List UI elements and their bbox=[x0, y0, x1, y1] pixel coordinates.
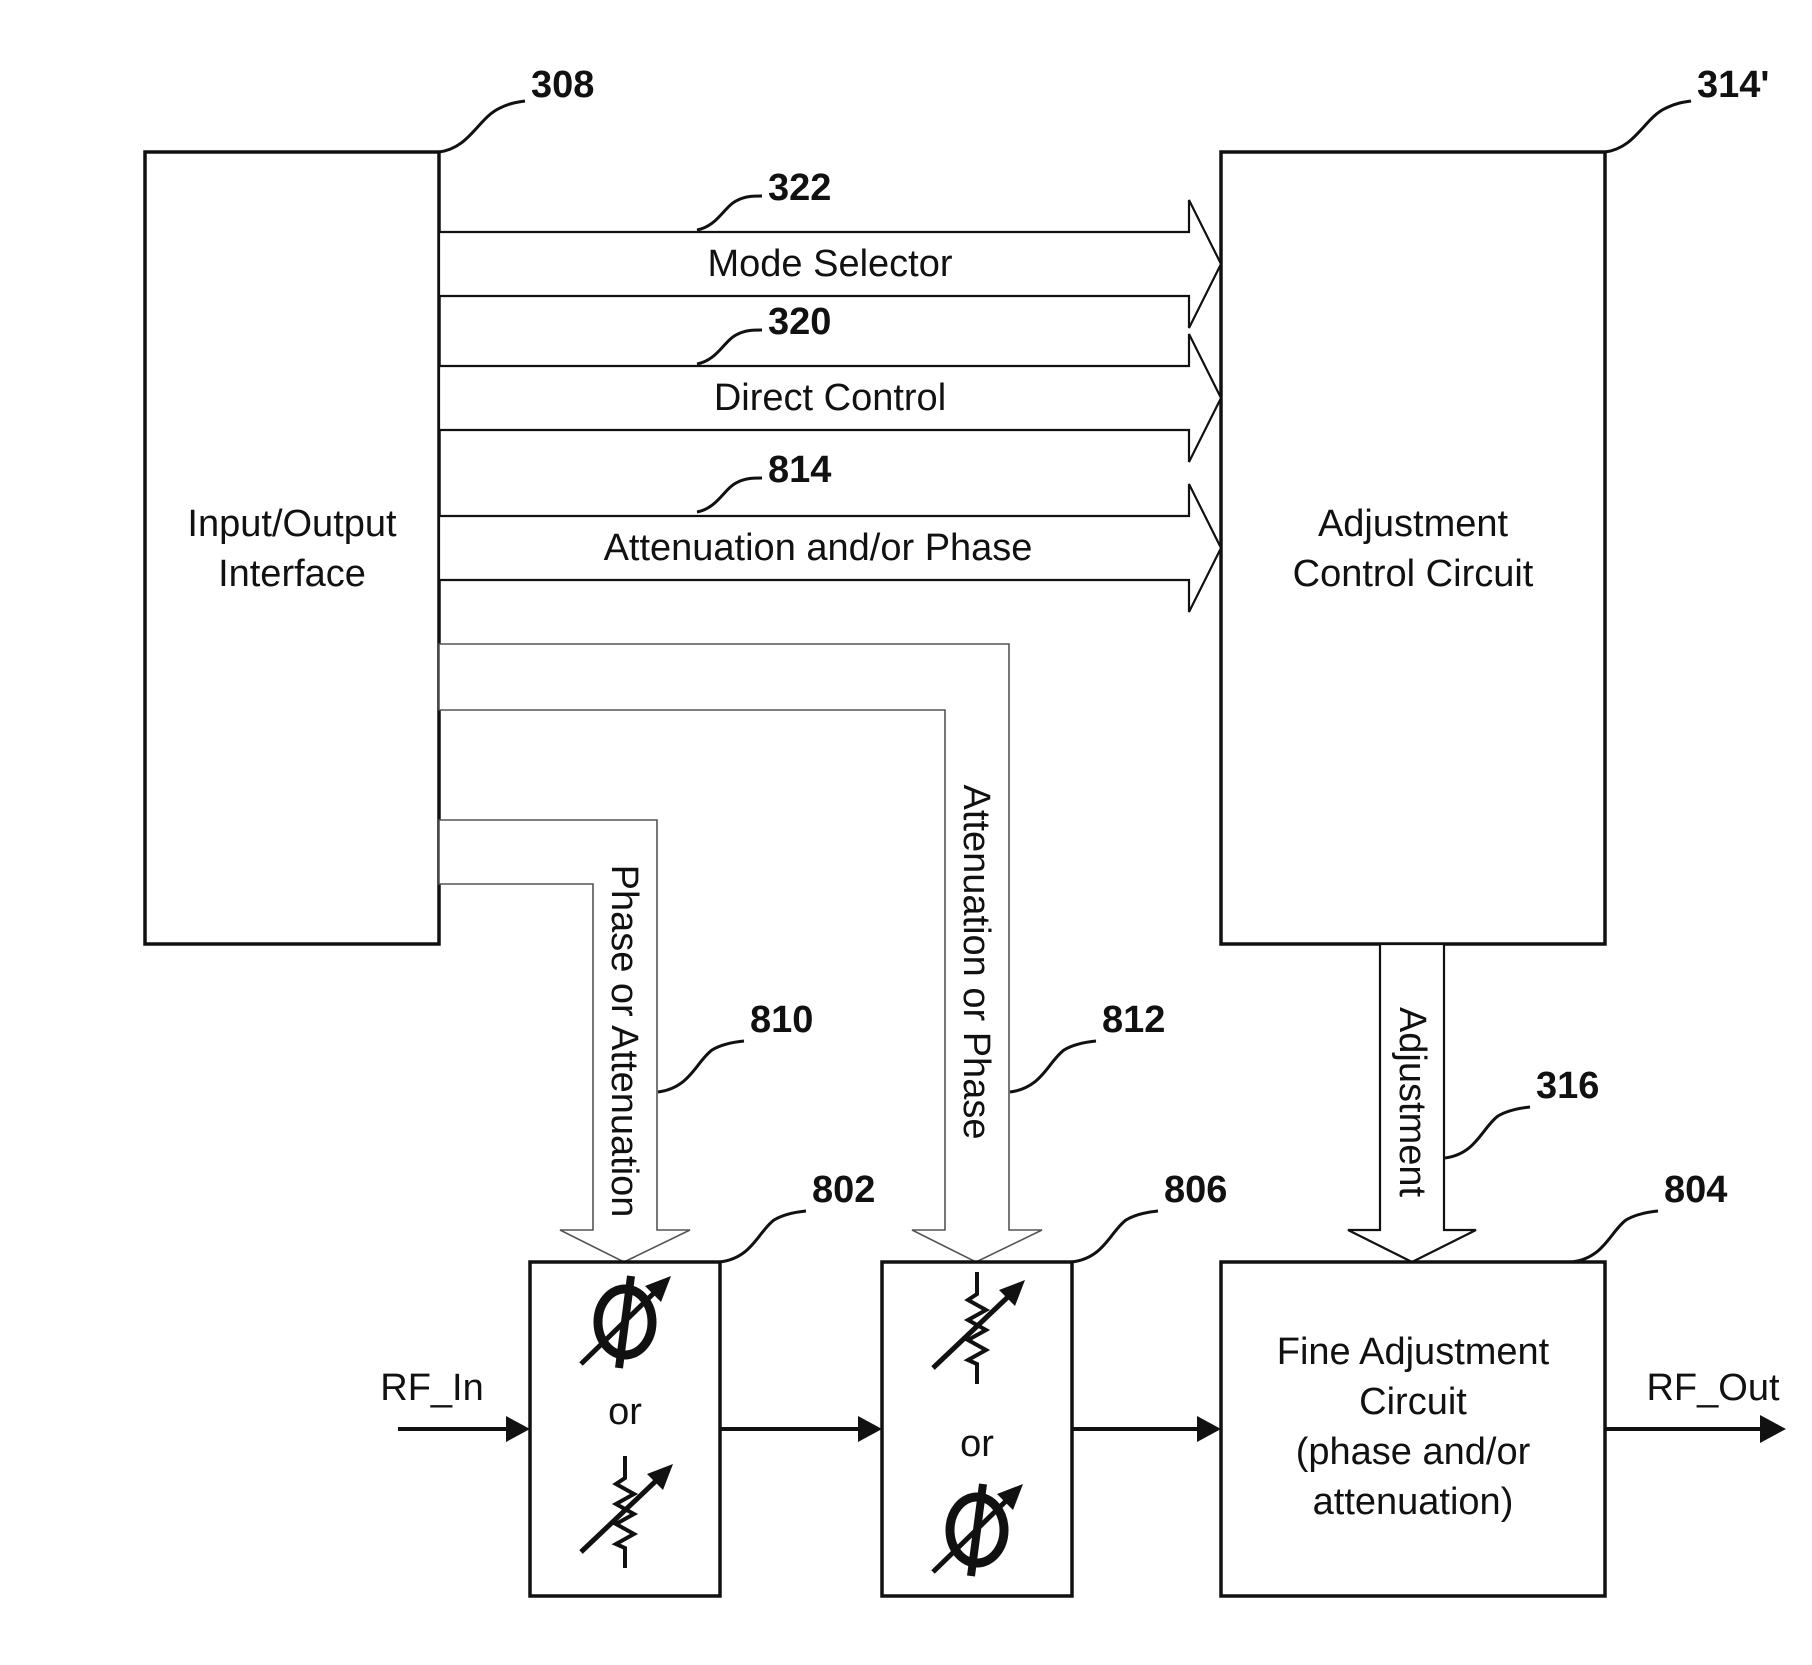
ref-314: 314' bbox=[1697, 64, 1769, 106]
rf-in-label: RF_In bbox=[380, 1367, 483, 1409]
rf-in-arrowhead bbox=[506, 1416, 530, 1442]
mode-selector-label: Mode Selector bbox=[707, 243, 952, 285]
io-interface-block bbox=[145, 152, 439, 944]
leader-314 bbox=[1605, 101, 1691, 152]
fine-adjustment-label-line3: (phase and/or bbox=[1296, 1431, 1531, 1473]
atten-phase-label: Attenuation and/or Phase bbox=[604, 527, 1033, 569]
leader-804 bbox=[1572, 1211, 1658, 1262]
phase-or-atten-label: Phase or Attenuation bbox=[603, 865, 645, 1218]
leader-322 bbox=[697, 196, 762, 230]
ref-802: 802 bbox=[812, 1169, 875, 1211]
arrowhead-806 bbox=[858, 1416, 882, 1442]
fine-adjustment-block bbox=[1221, 1262, 1605, 1596]
ref-316: 316 bbox=[1536, 1065, 1599, 1107]
adjustment-control-block bbox=[1221, 152, 1605, 944]
direct-control-label: Direct Control bbox=[714, 377, 946, 419]
atten-or-phase-bus bbox=[439, 644, 1042, 1262]
adjustment-label: Adjustment bbox=[1391, 1007, 1433, 1198]
or-label-802: or bbox=[608, 1391, 642, 1433]
leader-316 bbox=[1445, 1107, 1530, 1158]
fine-adjustment-label-line1: Fine Adjustment bbox=[1277, 1331, 1550, 1373]
fine-adjustment-label-line4: attenuation) bbox=[1313, 1481, 1514, 1523]
leader-806 bbox=[1072, 1211, 1158, 1262]
leader-814 bbox=[697, 478, 762, 512]
fine-adjustment-label-line2: Circuit bbox=[1359, 1381, 1467, 1423]
rf-out-arrowhead bbox=[1760, 1415, 1786, 1443]
arrowhead-804 bbox=[1197, 1416, 1221, 1442]
ref-804: 804 bbox=[1664, 1169, 1727, 1211]
ref-810: 810 bbox=[750, 999, 813, 1041]
adjustment-control-label-line2: Control Circuit bbox=[1293, 553, 1534, 595]
ref-322: 322 bbox=[768, 167, 831, 209]
io-interface-label-line1: Input/Output bbox=[187, 503, 397, 545]
leader-320 bbox=[697, 330, 762, 364]
ref-814: 814 bbox=[768, 449, 831, 491]
io-interface-label-line2: Interface bbox=[218, 553, 366, 595]
or-label-806: or bbox=[960, 1423, 994, 1465]
rf-out-label: RF_Out bbox=[1646, 1367, 1779, 1409]
ref-812: 812 bbox=[1102, 999, 1165, 1041]
leader-802 bbox=[720, 1211, 806, 1262]
phase-or-atten-bus bbox=[439, 820, 690, 1262]
adjustment-control-label-line1: Adjustment bbox=[1318, 503, 1509, 545]
leader-308 bbox=[439, 101, 525, 152]
ref-308: 308 bbox=[531, 64, 594, 106]
ref-320: 320 bbox=[768, 301, 831, 343]
ref-806: 806 bbox=[1164, 1169, 1227, 1211]
leader-810 bbox=[658, 1041, 744, 1092]
leader-812 bbox=[1010, 1041, 1096, 1092]
atten-or-phase-label: Attenuation or Phase bbox=[955, 785, 997, 1140]
